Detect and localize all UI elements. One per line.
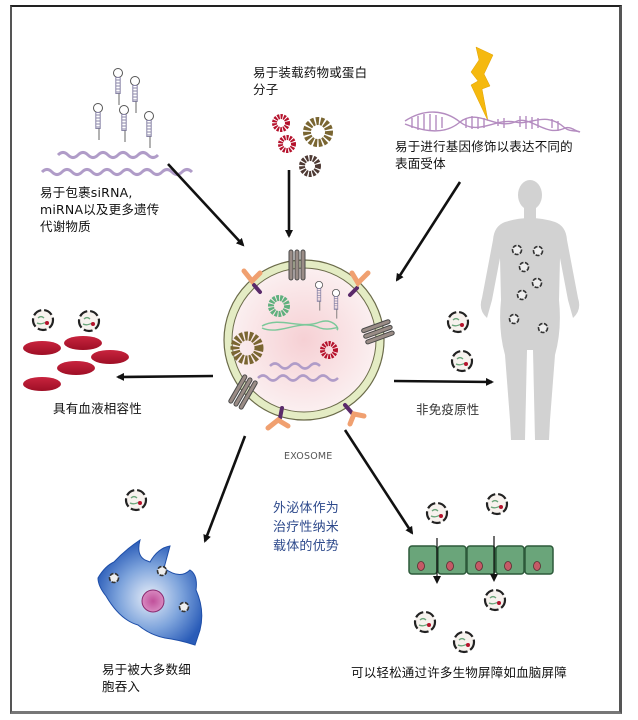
exosome-icon [446,310,474,373]
exosome-icon [223,249,395,431]
rna-hairpin-icon [93,68,154,149]
arrow-exosome-to-blood [116,372,214,381]
label-blood-compatibility: 具有血液相容性 [53,401,142,416]
exosome-label: EXOSOME [284,451,333,462]
rna-strand-icon [40,151,194,176]
phagocyte-cell-icon [97,488,203,646]
red-blood-cell-icon [23,308,129,391]
arrow-exosome-to-barrier [343,429,414,535]
label-drug-loading: 易于装载药物或蛋白 分子 [253,65,368,97]
arrow-rna-to-exosome [167,163,245,247]
label-non-immunogenic: 非免疫原性 [416,402,480,417]
lightning-bolt-icon [470,46,494,122]
label-cell-uptake: 易于被大多数细 胞吞入 [102,662,191,694]
diagram-title: 外泌体作为 治疗性纳米 载体的优势 [273,501,340,554]
human-body-icon [480,180,580,440]
arrow-icon [116,163,494,543]
dna-helix-icon [404,111,581,133]
label-rna-loading: 易于包裹siRNA, miRNA以及更多遗传 代谢物质 [40,185,160,234]
cell-barrier-icon [408,492,554,654]
label-barrier-crossing: 可以轻松通过许多生物屏障如血脑屏障 [351,665,567,680]
label-gene-modification: 易于进行基因修饰以表达不同的 表面受体 [395,139,573,171]
protein-ring-icon [272,114,333,177]
arrow-gene-to-exosome [395,181,462,282]
arrow-exosome-to-body [393,377,494,386]
arrow-exosome-to-cell [203,435,247,543]
